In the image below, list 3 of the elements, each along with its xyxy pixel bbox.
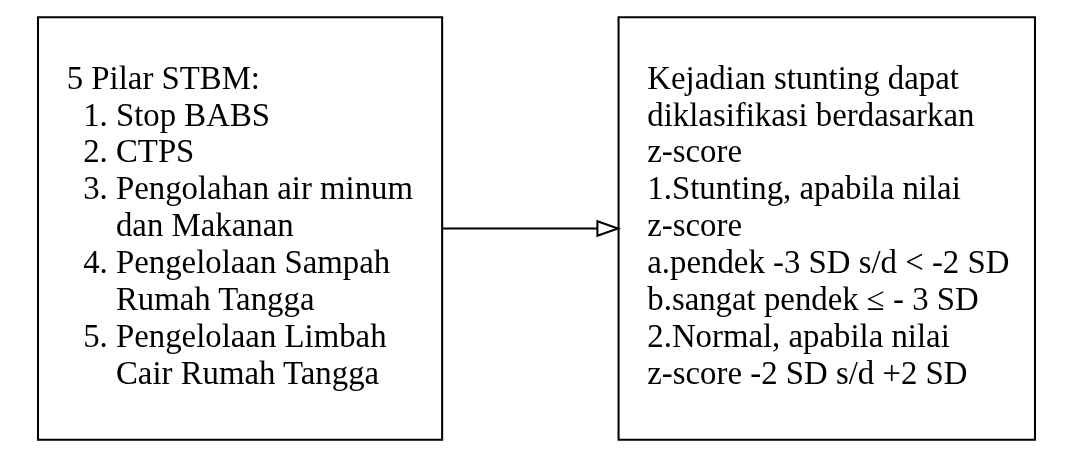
node-box: Kejadian stunting dapat diklasifikasi berdasarkan z-score 1.Stunting, apabila nilai z-score a.pendek -3 SD s/d < -2 SD b.sangat pendek ≤ - 3 SD 2.Normal, apabila nilai z-score -2 SD s/d +2 SD: [617, 15, 1036, 441]
node-box: 5 Pilar STBM: 1. Stop BABS 2. CTPS 3. Pengolahan air minum dan Makanan 4. Pengelolaan Sampah Rumah Tangga 5. Pengelolaan Limbah Cair Rumah Tangga: [36, 15, 443, 441]
arrow: [442, 219, 621, 237]
